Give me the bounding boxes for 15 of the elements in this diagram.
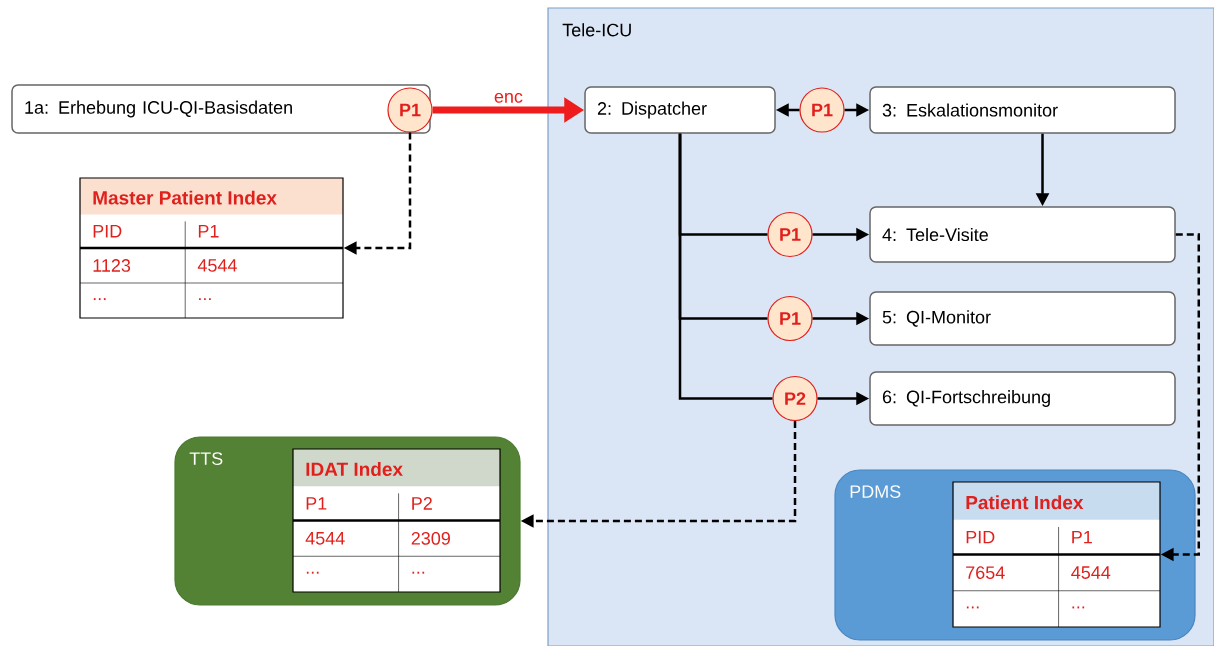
process-box: 2: Dispatcher [584, 86, 776, 134]
process-box: 4: Tele-Visite [869, 206, 1176, 263]
circle-badge: P1 [387, 87, 433, 133]
index-table: Patient Index PID P1 7654 4544 ... ... [952, 481, 1161, 628]
circle-badge: P1 [799, 87, 845, 133]
process-box: 5: QI-Monitor [869, 291, 1176, 346]
circle-badge: P1 [767, 295, 813, 342]
circle-badge: P1 [767, 211, 813, 258]
index-table: Master Patient Index PID P1 1123 4544 ... ... [79, 177, 344, 319]
process-box: 3: Eskalationsmonitor [869, 86, 1176, 134]
index-table: IDAT Index P1 P2 4544 2309 ... ... [292, 448, 501, 593]
edge-label: enc [492, 91, 524, 104]
process-box: 6: QI-Fortschreibung [869, 371, 1176, 426]
connector-line [678, 133, 773, 400]
circle-badge: P2 [772, 375, 818, 422]
